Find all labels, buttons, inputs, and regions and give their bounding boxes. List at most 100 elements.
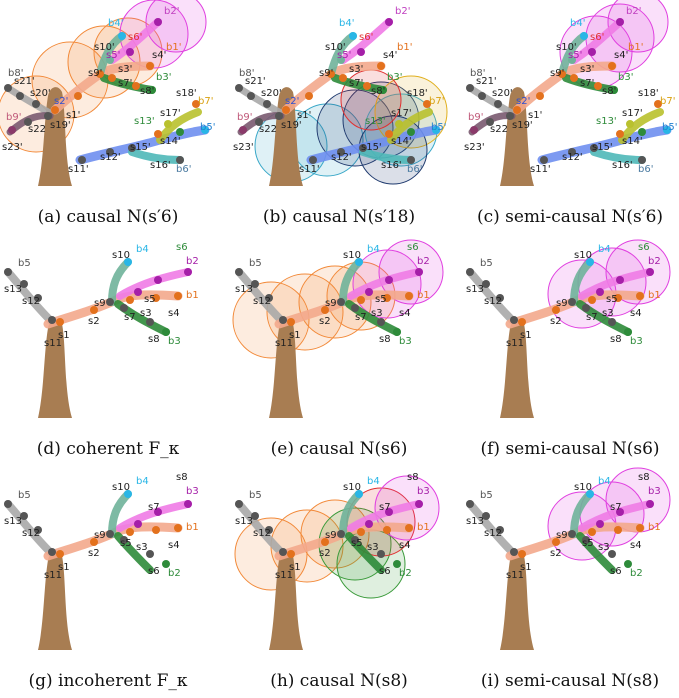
- node: [154, 508, 162, 516]
- node: [351, 304, 359, 312]
- node: [486, 118, 494, 126]
- node: [432, 126, 440, 134]
- node: [377, 62, 385, 70]
- node-label: b6': [638, 164, 653, 175]
- node-label: s7: [355, 312, 367, 323]
- node-label: s20': [30, 88, 51, 99]
- node: [357, 48, 365, 56]
- node-label: s9': [88, 68, 102, 79]
- node-label: s9': [319, 68, 333, 79]
- node-label: s22: [259, 124, 277, 135]
- node-label: s1: [58, 330, 70, 341]
- node: [355, 490, 363, 498]
- node: [590, 144, 598, 152]
- node-label: s12': [562, 152, 583, 163]
- node: [337, 298, 345, 306]
- node-label: b2: [417, 256, 430, 267]
- node: [494, 100, 502, 108]
- node: [4, 84, 12, 92]
- node-label: s11: [44, 570, 62, 581]
- branch-gray: [4, 500, 54, 556]
- node: [496, 294, 504, 302]
- node: [108, 74, 116, 82]
- node: [321, 306, 329, 314]
- node-label: s8': [140, 86, 154, 97]
- node-label: b9': [6, 112, 21, 123]
- branch-pink: [347, 500, 423, 532]
- node: [126, 528, 134, 536]
- node: [518, 550, 526, 558]
- node-label: s4: [399, 540, 411, 551]
- node-label: s1: [58, 562, 70, 573]
- node-label: s14': [160, 136, 181, 147]
- panel-caption: (h) causal N(s8): [270, 671, 408, 691]
- node-label: b2: [630, 568, 643, 579]
- node: [48, 316, 56, 324]
- node-label: s2': [54, 96, 68, 107]
- node-label: s2: [319, 548, 331, 559]
- node-label: s20': [261, 88, 282, 99]
- node-label: s4': [152, 50, 166, 61]
- node-label: b7': [429, 96, 444, 107]
- node-label: b3: [417, 486, 430, 497]
- node-label: s21': [476, 76, 497, 87]
- node-label: s11: [275, 338, 293, 349]
- node-label: s13: [466, 516, 484, 527]
- node-label: s16': [150, 160, 171, 171]
- node: [608, 550, 616, 558]
- branch-teal: [570, 258, 594, 306]
- node-label: b3': [618, 72, 633, 83]
- node-label: s4: [630, 540, 642, 551]
- node: [106, 298, 114, 306]
- node-label: s13': [596, 116, 617, 127]
- node-label: s23': [233, 142, 254, 153]
- branch-gray: [4, 268, 54, 324]
- node-label: s15': [361, 142, 382, 153]
- node-label: b5: [249, 490, 262, 501]
- node: [126, 296, 134, 304]
- node: [568, 530, 576, 538]
- node-label: b3': [387, 72, 402, 83]
- node-label: s7: [586, 312, 598, 323]
- node: [4, 500, 12, 508]
- node-label: s8: [176, 472, 188, 483]
- node-label: s17': [391, 108, 412, 119]
- node-label: s2: [88, 316, 100, 327]
- node-label: s9: [556, 530, 568, 541]
- node-label: s10: [343, 482, 361, 493]
- node: [146, 62, 154, 70]
- node: [586, 258, 594, 266]
- node-label: s2: [88, 548, 100, 559]
- node: [251, 512, 259, 520]
- node-label: s10: [574, 482, 592, 493]
- node-label: b4: [367, 476, 380, 487]
- node-label: b9': [237, 112, 252, 123]
- branch-pink: [570, 18, 624, 64]
- node-label: s14': [622, 136, 643, 147]
- node-label: s1: [289, 330, 301, 341]
- node: [552, 306, 560, 314]
- node-label: s13: [235, 284, 253, 295]
- node-label: s17': [160, 108, 181, 119]
- node: [24, 118, 32, 126]
- node-label: s9: [325, 530, 337, 541]
- node-label: b3: [186, 486, 199, 497]
- node: [423, 100, 431, 108]
- node: [90, 306, 98, 314]
- node: [385, 130, 393, 138]
- node: [536, 92, 544, 100]
- node: [337, 530, 345, 538]
- node: [377, 550, 385, 558]
- node: [359, 144, 367, 152]
- node-label: s6: [148, 566, 160, 577]
- node: [588, 296, 596, 304]
- node-label: b5: [18, 258, 31, 269]
- node-label: s5: [375, 294, 387, 305]
- node: [126, 48, 134, 56]
- node: [646, 500, 654, 508]
- node: [478, 92, 486, 100]
